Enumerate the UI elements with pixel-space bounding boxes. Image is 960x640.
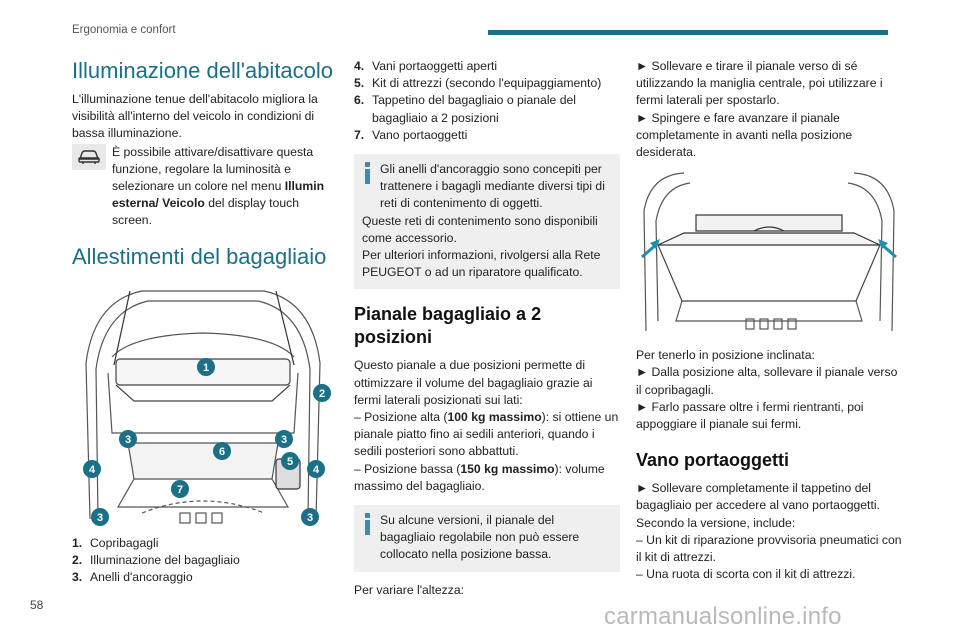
instruction: ► Dalla posizione alta, sollevare il pia…	[636, 365, 898, 397]
instruction: ► Sollevare e tirare il pianale verso di…	[636, 59, 883, 108]
paragraph: – Una ruota di scorta con il kit di attr…	[636, 567, 856, 582]
instruction: ► Spingere e fare avanzare il pianale co…	[636, 110, 853, 160]
running-header: Ergonomia e confort	[72, 24, 176, 36]
legend-list-continued: 4.Vani portaoggetti aperti 5.Kit di attr…	[354, 58, 620, 144]
callout-3-right: 3	[281, 434, 287, 446]
paragraph: – Posizione bassa (150 kg massimo): volu…	[354, 461, 605, 493]
info-box-anchoring: Gli anelli d'ancoraggio sono concepiti p…	[354, 154, 620, 290]
column-3: ► Sollevare e tirare il pianale verso di…	[636, 58, 902, 583]
paragraph: L'illuminazione tenue dell'abitacolo mig…	[72, 92, 318, 141]
section-title-storage: Vano portaoggetti	[636, 450, 789, 471]
watermark: carmanualsonline.info	[604, 603, 842, 630]
list-item: 6.Tappetino del bagagliaio o pianale del…	[354, 93, 576, 125]
section-title-interior-lighting: Illuminazione dell'abitacolo	[72, 58, 334, 83]
info-box-versions: Su alcune versioni, il pianale del bagag…	[354, 505, 620, 572]
section-title-floor: Pianale bagagliaio a 2 posizioni	[354, 304, 542, 348]
page-number: 58	[30, 598, 44, 612]
info-icon	[362, 513, 372, 536]
callout-3-left: 3	[125, 434, 131, 446]
callouts: 1 2 3 3 4 4 5 6 7 3 3	[83, 357, 331, 526]
callout-7: 7	[177, 484, 183, 496]
paragraph: Questo pianale a due posizioni permette …	[354, 358, 593, 407]
paragraph: Secondo la versione, include:	[636, 515, 796, 530]
boot-illustration: 1 2 3 3 4 4 5 6 7 3 3	[72, 283, 334, 527]
callout-2: 2	[319, 388, 325, 400]
list-item: 4.Vani portaoggetti aperti	[354, 59, 498, 73]
list-item: 3.Anelli d'ancoraggio	[72, 570, 193, 585]
car-icon	[72, 143, 106, 170]
callout-1: 1	[203, 362, 209, 374]
section-title-boot-fittings: Allestimenti del bagagliaio	[72, 243, 327, 269]
paragraph: È possibile attivare/disattivare questa …	[112, 144, 325, 228]
list-item: 5.Kit di attrezzi (secondo l'equipaggiam…	[354, 76, 602, 91]
floor-diagram	[641, 172, 897, 332]
info-text: Gli anelli d'ancoraggio sono concepiti p…	[380, 162, 605, 211]
column-1: Illuminazione dell'abitacolo L'illuminaz…	[72, 58, 334, 586]
info-text: Queste reti di contenimento sono disponi…	[362, 213, 598, 245]
paragraph: Per variare l'altezza:	[354, 582, 465, 597]
list-item: 2.Illuminazione del bagagliaio	[72, 552, 240, 567]
instruction: ► Sollevare completamente il tappetino d…	[636, 481, 880, 513]
callout-3-bottom-right: 3	[307, 512, 313, 524]
paragraph: Per tenerlo in posizione inclinata:	[636, 348, 815, 363]
note-with-icon: È possibile attivare/disattivare questa …	[72, 143, 334, 230]
paragraph: – Un kit di riparazione provvisoria pneu…	[636, 532, 902, 565]
instruction: ► Farlo passare oltre i fermi rientranti…	[636, 399, 864, 432]
info-icon	[362, 162, 372, 185]
boot-diagram: 1 2 3 3 4 4 5 6 7 3 3	[83, 290, 331, 526]
callout-3-bottom-left: 3	[97, 512, 103, 524]
paragraph: – Posizione alta (100 kg massimo): si ot…	[354, 410, 619, 459]
column-2: 4.Vani portaoggetti aperti 5.Kit di attr…	[354, 58, 620, 599]
header-accent-bar	[488, 30, 888, 35]
callout-4-right: 4	[313, 464, 320, 476]
info-text: Su alcune versioni, il pianale del bagag…	[380, 513, 580, 562]
callout-6: 6	[219, 446, 225, 458]
arrow-icons	[641, 239, 897, 259]
list-item: 7.Vano portaoggetti	[354, 127, 468, 142]
callout-5: 5	[287, 456, 293, 468]
floor-illustration	[636, 171, 902, 337]
legend-list: 1.Copribagagli 2.Illuminazione del bagag…	[72, 535, 334, 587]
info-text: Per ulteriori informazioni, rivolgersi a…	[362, 248, 601, 280]
list-item: 1.Copribagagli	[72, 535, 159, 550]
callout-4-left: 4	[89, 464, 96, 476]
